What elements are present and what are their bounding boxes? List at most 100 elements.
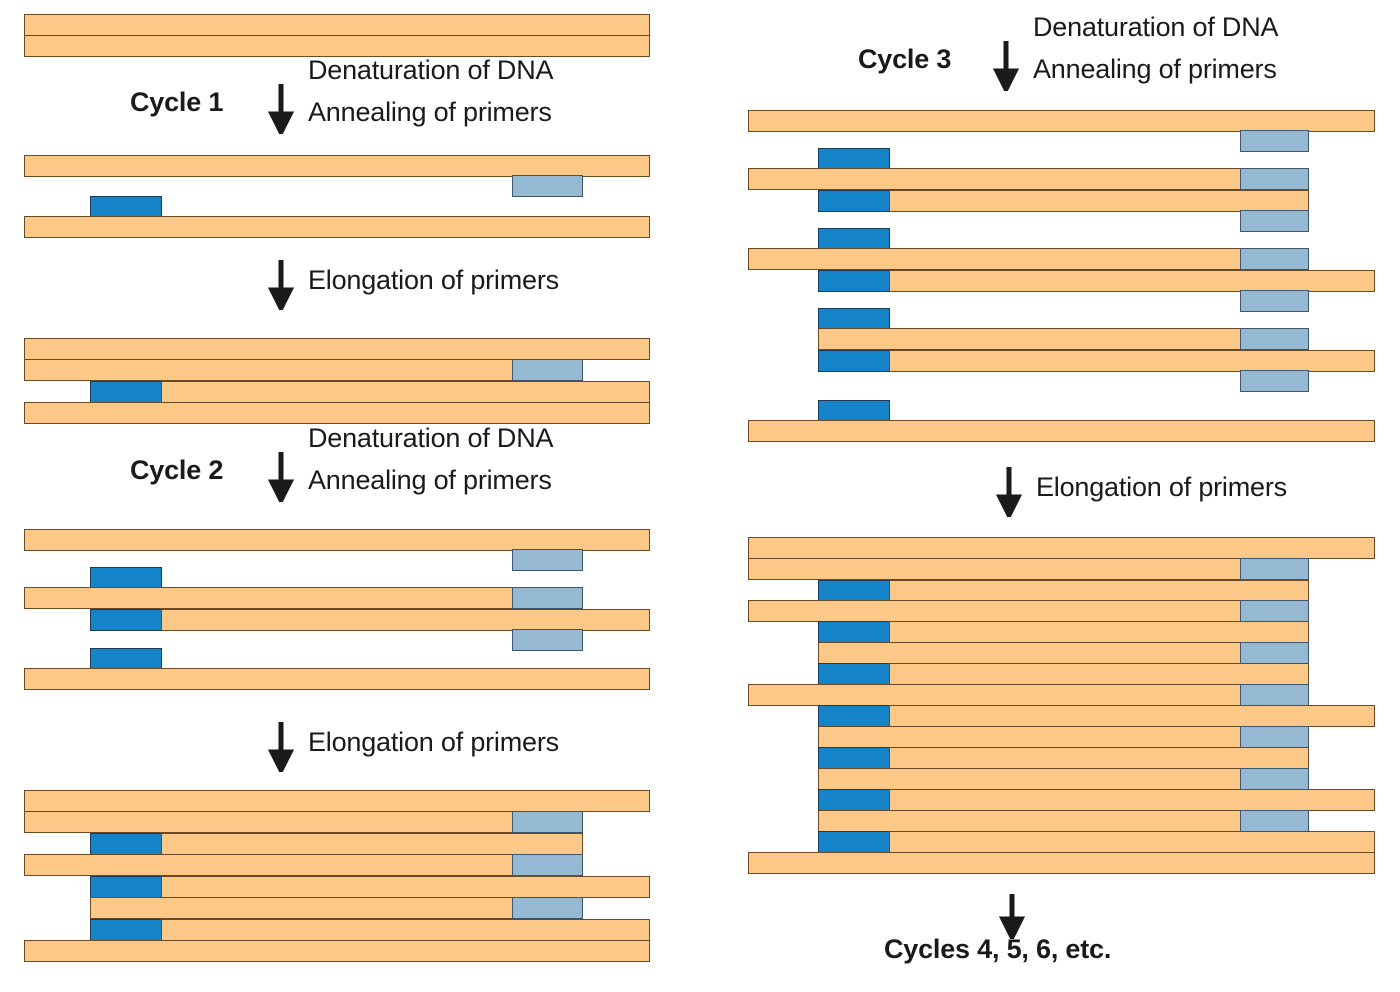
reverse-primer	[512, 587, 583, 609]
dna-strand	[889, 270, 1375, 292]
dna-strand	[748, 110, 1375, 132]
reverse-primer	[1240, 328, 1309, 350]
down-arrow-icon	[268, 720, 294, 772]
dna-strand	[24, 668, 650, 690]
dna-strand	[818, 642, 1242, 664]
annealing-label-2: Annealing of primers	[308, 465, 552, 495]
new-strand	[889, 663, 1309, 685]
forward-primer	[818, 621, 890, 643]
new-strand	[24, 811, 514, 833]
annealing-label-1: Annealing of primers	[308, 97, 552, 127]
new-strand	[889, 621, 1309, 643]
new-strand	[24, 359, 514, 381]
forward-primer	[818, 747, 890, 769]
reverse-primer	[1240, 810, 1309, 832]
forward-primer	[90, 567, 162, 589]
down-arrow-icon	[268, 82, 294, 134]
dna-strand-bottom	[24, 35, 650, 57]
forward-primer	[818, 190, 890, 212]
forward-primer	[90, 196, 162, 218]
cycle-1-label: Cycle 1	[130, 87, 224, 117]
new-strand	[889, 831, 1375, 853]
dna-strand	[818, 768, 1242, 790]
forward-primer	[818, 663, 890, 685]
reverse-primer	[1240, 248, 1309, 270]
dna-strand-bottom	[24, 402, 650, 424]
reverse-primer	[1240, 768, 1309, 790]
denaturation-label-1: Denaturation of DNA	[308, 55, 554, 85]
dna-strand-top	[24, 14, 650, 36]
forward-primer	[818, 148, 890, 170]
reverse-primer	[1240, 726, 1309, 748]
dna-strand	[818, 328, 1242, 350]
new-strand	[161, 919, 650, 941]
reverse-primer	[1240, 642, 1309, 664]
reverse-primer	[512, 629, 583, 651]
reverse-primer	[1240, 600, 1309, 622]
denaturation-label-3: Denaturation of DNA	[1033, 12, 1279, 42]
down-arrow-icon	[993, 39, 1019, 91]
dna-strand	[748, 248, 1242, 270]
forward-primer	[818, 705, 890, 727]
forward-primer	[90, 381, 162, 403]
new-strand	[889, 789, 1375, 811]
new-strand	[161, 876, 650, 898]
forward-primer	[818, 270, 890, 292]
dna-strand	[889, 350, 1375, 372]
dna-strand	[748, 168, 1242, 190]
reverse-primer	[1240, 168, 1309, 190]
reverse-primer	[512, 549, 583, 571]
forward-primer	[818, 228, 890, 250]
reverse-primer	[512, 811, 583, 833]
dna-strand	[889, 190, 1309, 212]
forward-primer	[818, 789, 890, 811]
elongation-label-2: Elongation of primers	[308, 727, 559, 757]
reverse-primer	[1240, 558, 1309, 580]
cycle-2-label: Cycle 2	[130, 455, 224, 485]
reverse-primer	[512, 359, 583, 381]
dna-strand-bottom	[24, 216, 650, 238]
down-arrow-icon	[996, 465, 1022, 517]
down-arrow-icon	[268, 258, 294, 310]
down-arrow-icon	[268, 450, 294, 502]
dna-strand	[818, 726, 1242, 748]
dna-strand	[24, 529, 650, 551]
elongation-label-1: Elongation of primers	[308, 265, 559, 295]
dna-strand-top	[24, 338, 650, 360]
reverse-primer	[1240, 130, 1309, 152]
forward-primer	[90, 876, 162, 898]
dna-strand	[818, 810, 1242, 832]
dna-strand	[24, 587, 514, 609]
reverse-primer	[1240, 370, 1309, 392]
dna-strand	[24, 854, 514, 876]
forward-primer	[818, 350, 890, 372]
forward-primer	[818, 308, 890, 330]
more-cycles-label: Cycles 4, 5, 6, etc.	[884, 934, 1112, 964]
denaturation-label-2: Denaturation of DNA	[308, 423, 554, 453]
new-strand	[161, 381, 650, 403]
new-strand	[889, 747, 1309, 769]
forward-primer	[818, 831, 890, 853]
dna-strand	[24, 790, 650, 812]
forward-primer	[818, 580, 890, 602]
forward-primer	[90, 648, 162, 670]
new-strand	[889, 580, 1309, 602]
reverse-primer	[512, 897, 583, 919]
elongation-label-3: Elongation of primers	[1036, 472, 1287, 502]
new-strand	[889, 705, 1375, 727]
dna-strand	[748, 537, 1375, 559]
dna-strand	[748, 600, 1242, 622]
new-strand	[161, 833, 583, 855]
down-arrow-icon	[999, 893, 1025, 939]
reverse-primer	[1240, 290, 1309, 312]
reverse-primer	[512, 175, 583, 197]
reverse-primer	[1240, 684, 1309, 706]
dna-strand-top	[24, 155, 650, 177]
dna-strand	[90, 897, 514, 919]
reverse-primer	[512, 854, 583, 876]
dna-strand	[161, 609, 650, 631]
dna-strand	[24, 940, 650, 962]
annealing-label-3: Annealing of primers	[1033, 54, 1277, 84]
dna-strand	[748, 420, 1375, 442]
